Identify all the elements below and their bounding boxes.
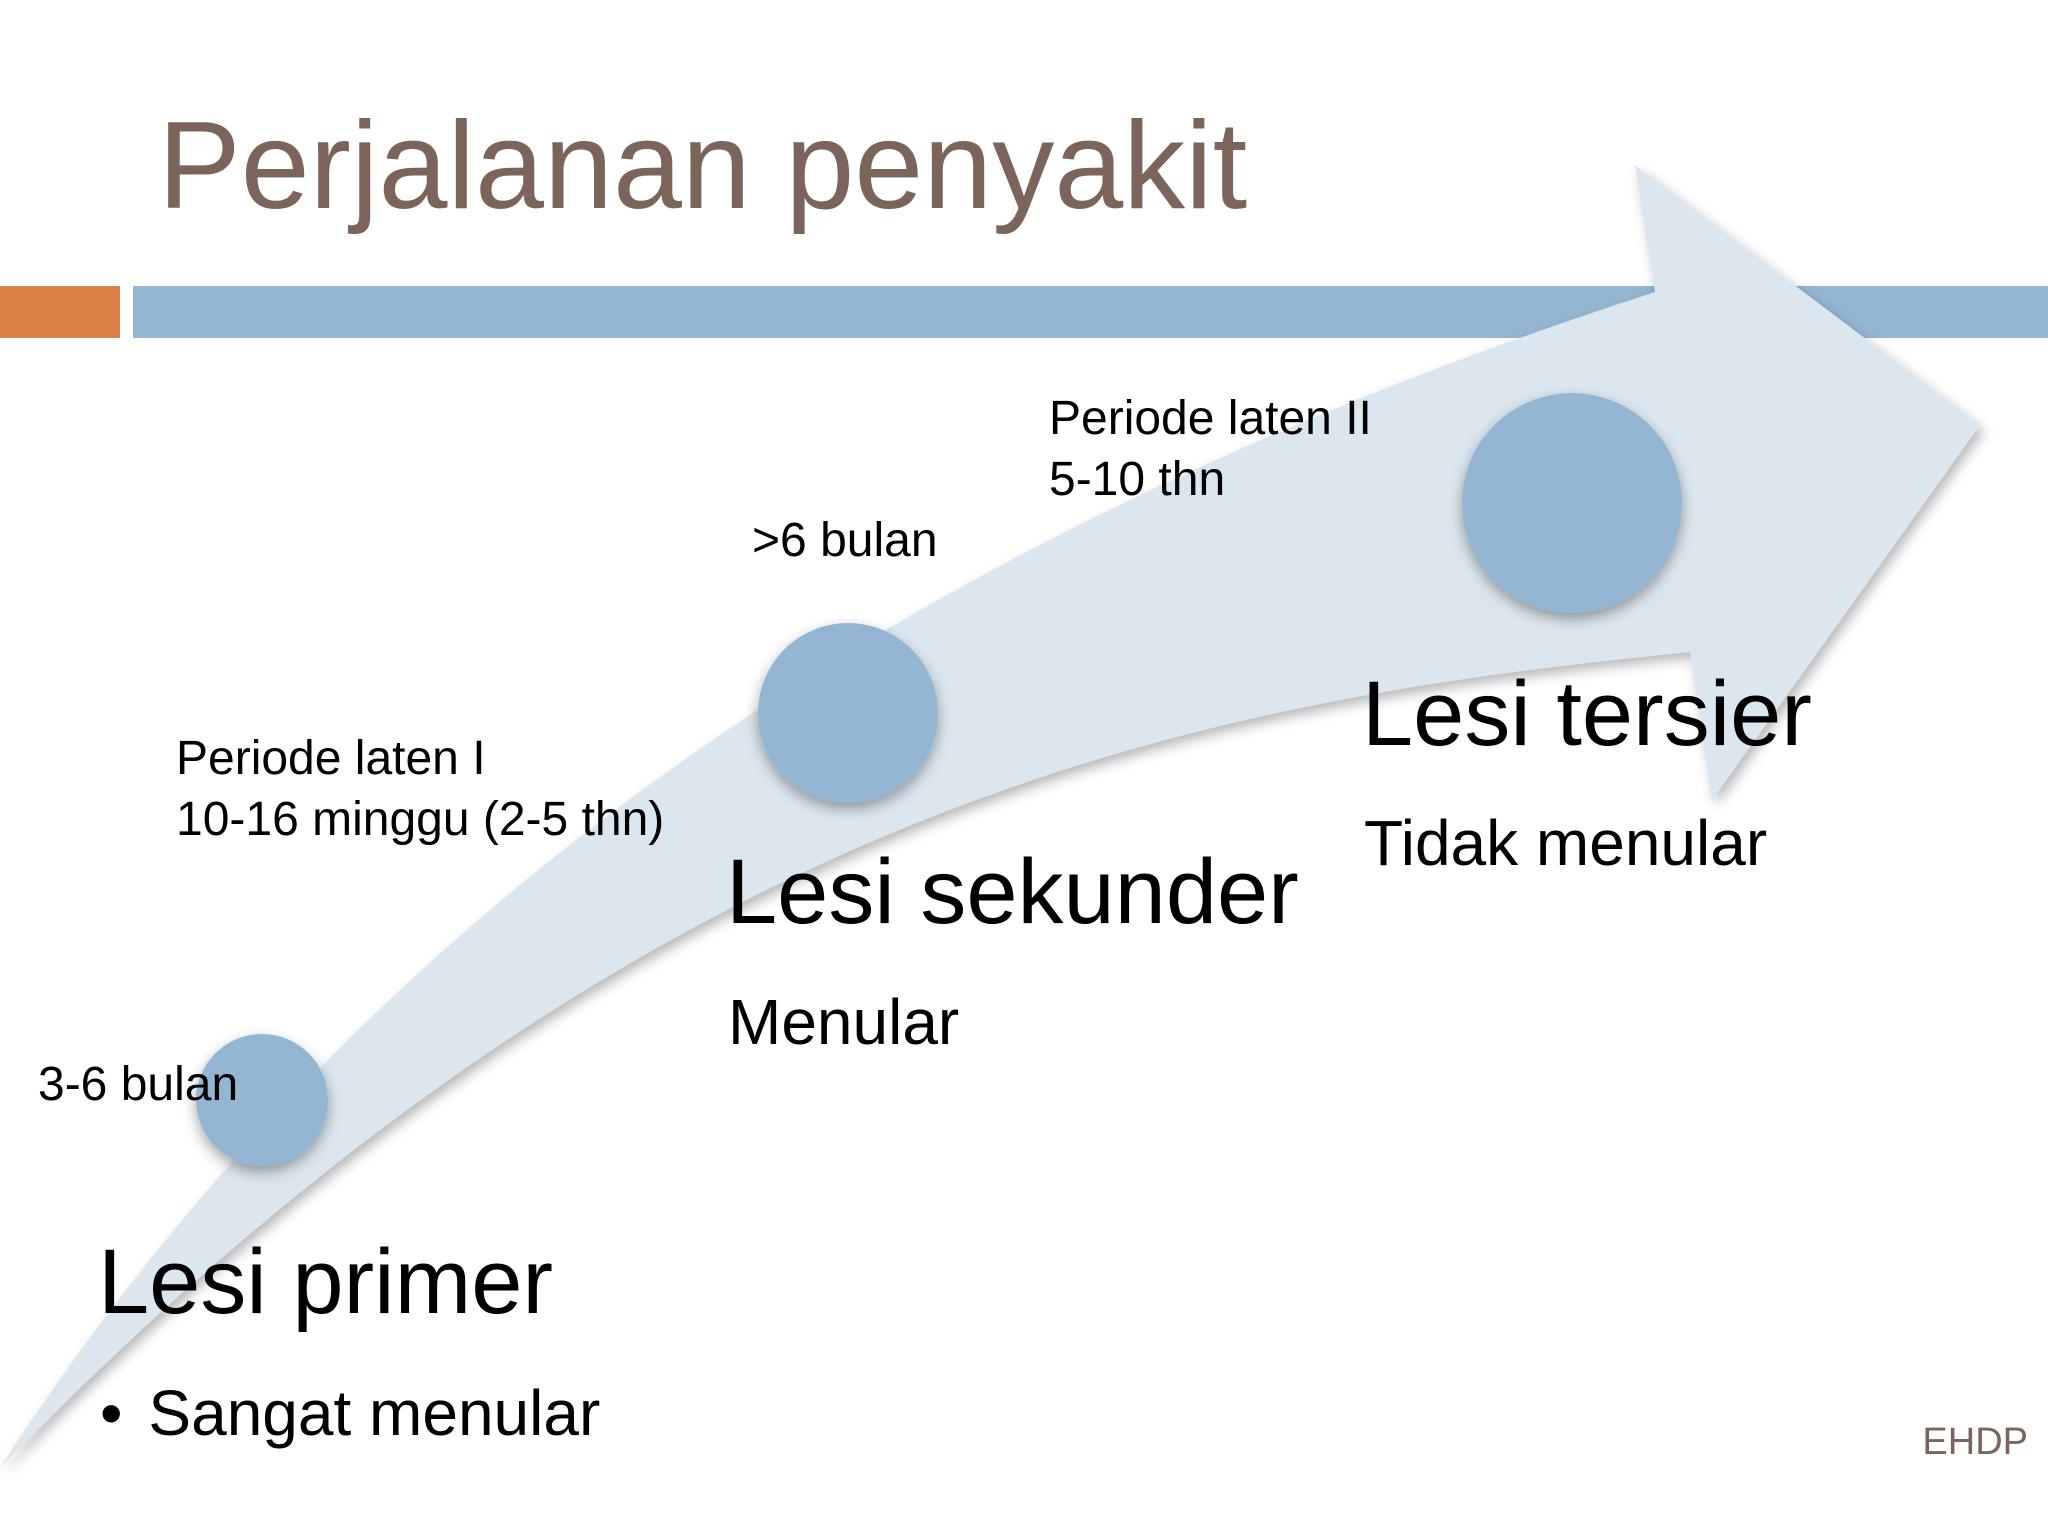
bullet-icon: • [100, 1377, 123, 1449]
period-laten-1-duration: 10-16 minggu (2-5 thn) [176, 793, 665, 846]
period-label-6-bulan: >6 bulan [752, 514, 938, 567]
period-laten-2-title: Periode laten II [1049, 392, 1372, 445]
node-circle-primer [196, 1034, 328, 1166]
node-circle-tersier [1462, 393, 1682, 613]
stage-name-primer: Lesi primer [98, 1231, 554, 1333]
node-circle-sekunder [758, 623, 938, 803]
stage-name-tersier: Lesi tersier [1362, 663, 1812, 765]
stage-desc-primer: • Sangat menular [100, 1376, 600, 1450]
title-accent-orange [0, 286, 120, 338]
stage-desc-sekunder: Menular [728, 986, 960, 1058]
period-laten-2-duration: 5-10 thn [1049, 453, 1226, 506]
period-laten-1: Periode laten I 10-16 minggu (2-5 thn) [176, 728, 664, 850]
stage-desc-primer-text: Sangat menular [148, 1377, 601, 1449]
slide-title: Perjalanan penyakit [158, 97, 1248, 235]
period-label-3-6-bulan: 3-6 bulan [38, 1058, 239, 1111]
stage-name-sekunder: Lesi sekunder [726, 841, 1299, 943]
period-laten-1-title: Periode laten I [176, 732, 486, 785]
period-laten-2: Periode laten II 5-10 thn [1049, 388, 1372, 510]
stage-desc-tersier: Tidak menular [1364, 807, 1768, 879]
footer-watermark: EHDP [1922, 1421, 2028, 1463]
